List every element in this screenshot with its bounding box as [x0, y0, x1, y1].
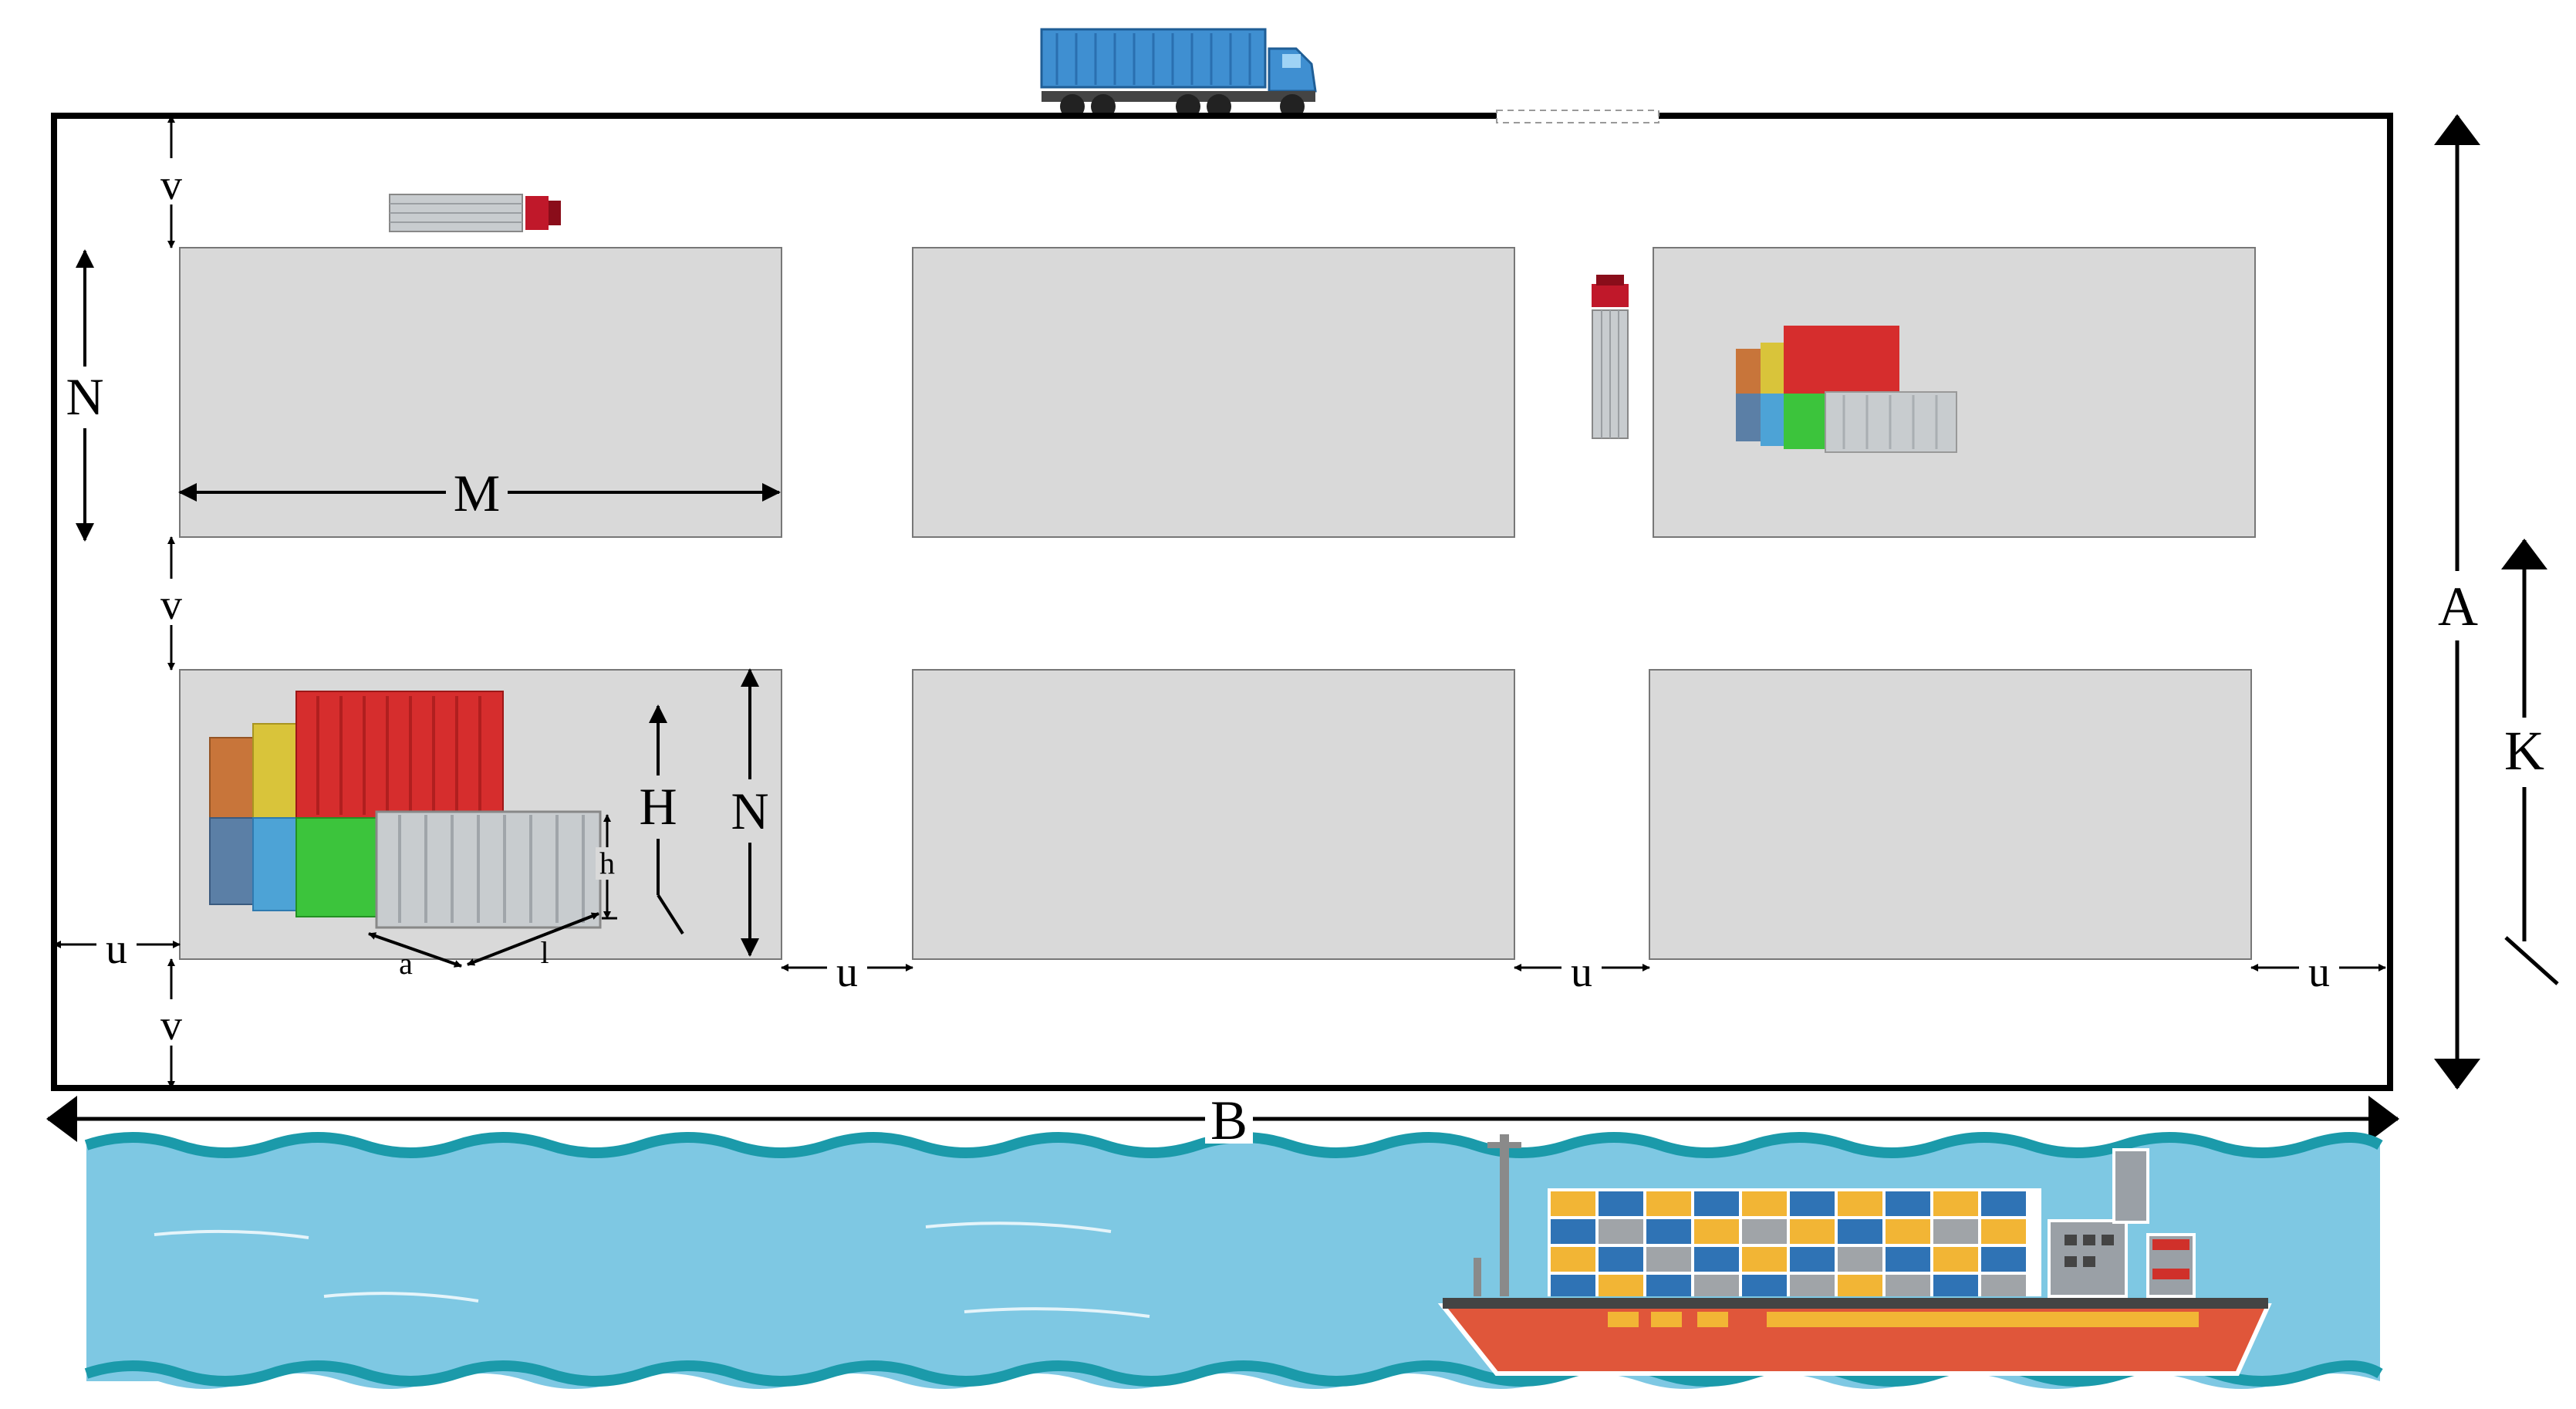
m-label: M — [454, 464, 500, 522]
truck-icon — [389, 194, 561, 232]
v-label: v — [160, 1002, 182, 1049]
k-label: K — [2504, 720, 2544, 782]
v-label: v — [160, 161, 182, 209]
u-label: u — [106, 925, 127, 973]
yard-gate — [1496, 110, 1659, 123]
u-label: u — [836, 948, 858, 996]
stack-height-label: H — [639, 777, 677, 836]
storage-block — [1649, 669, 2252, 960]
yard-boundary — [51, 113, 2393, 1091]
u-label: u — [1571, 948, 1592, 996]
container-ship-icon — [1437, 1134, 2272, 1376]
b-label: B — [1210, 1090, 1247, 1151]
container-width-label: a — [399, 946, 413, 981]
semi-truck-icon — [1040, 28, 1317, 119]
n-label: N — [731, 782, 768, 840]
a-label: A — [2438, 576, 2478, 637]
storage-block — [912, 247, 1515, 538]
storage-block — [912, 669, 1515, 960]
container-stack-icon — [1736, 326, 1957, 453]
v-label: v — [160, 581, 182, 629]
container-length-label: l — [540, 935, 549, 970]
container-length-line — [467, 912, 599, 966]
u-label: u — [2308, 948, 2330, 996]
truck-icon — [1592, 275, 1629, 439]
container-height-label: h — [599, 846, 615, 880]
container-width-line — [368, 932, 462, 968]
n-label: N — [66, 367, 103, 426]
